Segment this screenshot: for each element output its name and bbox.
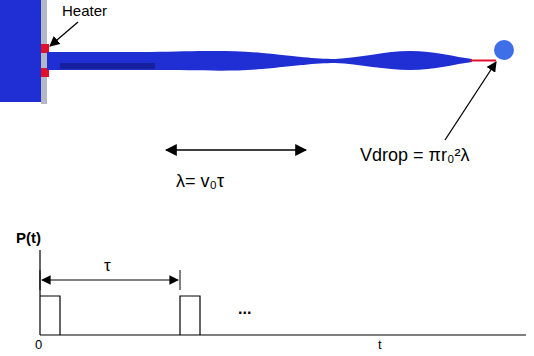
- heater: [41, 44, 49, 53]
- leader-line: [445, 62, 496, 140]
- x-axis: [40, 334, 526, 335]
- callout-label: Heater: [62, 3, 107, 20]
- pulse: [40, 296, 60, 335]
- leader-line: [50, 22, 78, 46]
- period-arrow: [42, 279, 178, 280]
- axis-label: t: [378, 338, 382, 352]
- reservoir: [0, 0, 41, 102]
- dimension-label: λ= v₀τ: [176, 172, 224, 192]
- axis-label: P(t): [16, 230, 41, 247]
- jet-shading: [60, 63, 155, 69]
- tick: [40, 270, 41, 290]
- axis-tick-label: 0: [35, 338, 42, 352]
- tick: [180, 270, 181, 290]
- liquid-jet: [47, 51, 472, 71]
- pulse: [180, 296, 200, 335]
- period-label: τ: [104, 257, 111, 276]
- drop: [494, 40, 514, 60]
- dimension-arrow: [166, 149, 306, 151]
- ellipsis: ...: [238, 300, 251, 318]
- y-axis: [39, 250, 40, 335]
- formula-label: Vdrop = πr₀²λ: [360, 146, 469, 166]
- thread: [470, 60, 496, 62]
